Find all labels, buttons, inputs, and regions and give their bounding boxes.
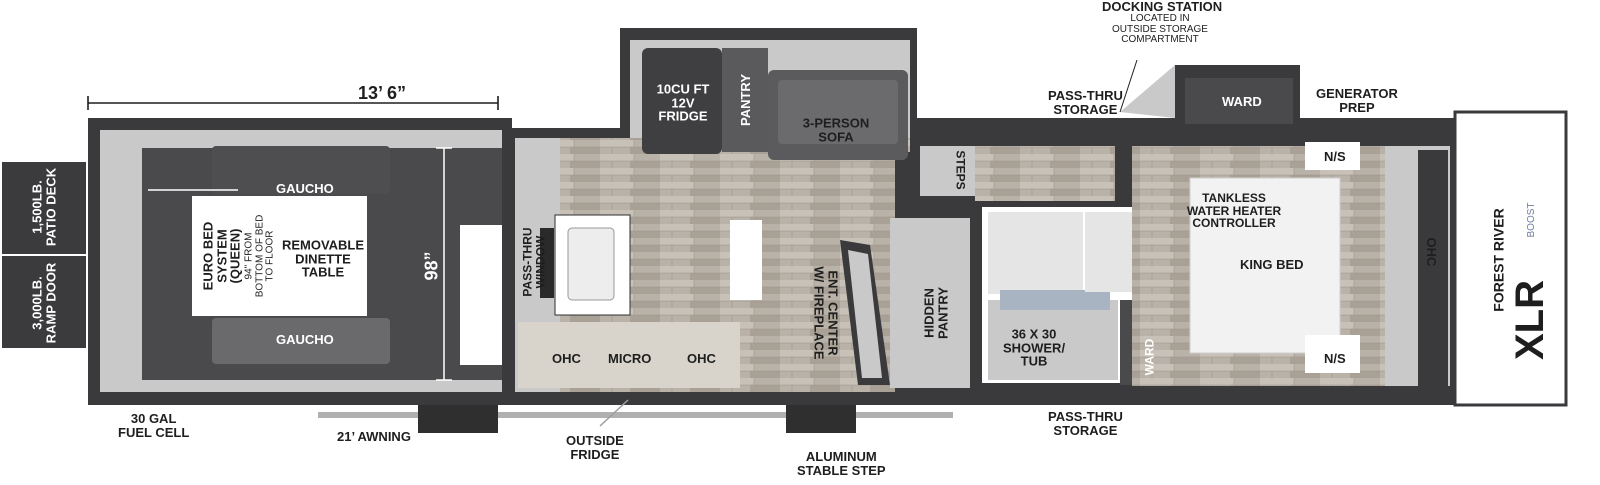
pantry (722, 48, 768, 152)
stable-step-right (786, 405, 856, 433)
bath-ward-label: WARD (1142, 338, 1157, 376)
pantry-label: PANTRY (738, 74, 754, 126)
bedroom-ward-top (1185, 78, 1293, 124)
ohc-left-label: OHC (552, 351, 581, 366)
steps-label: STEPS (953, 150, 968, 190)
hidden-pantry (890, 218, 970, 388)
brand-sub: BOOST (1525, 202, 1537, 238)
patio-deck-label: 1,500LB.PATIO DECK (29, 167, 58, 247)
awning-label: 21’ AWNING (337, 429, 411, 444)
brand-name: FOREST RIVER (1490, 208, 1507, 312)
nightstand-top (1305, 142, 1360, 170)
front-cap (1453, 110, 1568, 407)
docking-station-title: DOCKING STATION (1102, 0, 1223, 14)
ns-top-label: N/S (1324, 149, 1346, 164)
front-ohc-label: OHC (1423, 237, 1439, 267)
king-bed (1189, 177, 1341, 354)
outside-kitchen-cabinet (518, 322, 740, 388)
fridge (642, 48, 722, 154)
length-dimension: 13’ 6” (358, 83, 407, 103)
brand-model: XLR (1508, 280, 1552, 360)
gaucho-top (212, 146, 390, 194)
shower-tub (988, 300, 1118, 380)
gaucho-bottom (212, 318, 390, 364)
euro-bed (192, 196, 367, 316)
width-dimension: 98” (421, 251, 442, 281)
ramp-door-label: 3,000LB.RAMP DOOR (29, 262, 58, 344)
awning-bar (318, 412, 953, 418)
ns-bottom-label: N/S (1324, 351, 1346, 366)
gaucho-top-label: GAUCHO (276, 181, 334, 196)
steps (920, 146, 975, 196)
nightstand-bottom (1305, 335, 1360, 373)
bedroom-ward-label: WARD (1222, 94, 1262, 109)
gaucho-bottom-label: GAUCHO (276, 332, 334, 347)
king-bed-label: KING BED (1240, 257, 1304, 272)
stable-step-left (418, 405, 498, 433)
ohc-right-label: OHC (687, 351, 716, 366)
micro-label: MICRO (608, 351, 652, 366)
